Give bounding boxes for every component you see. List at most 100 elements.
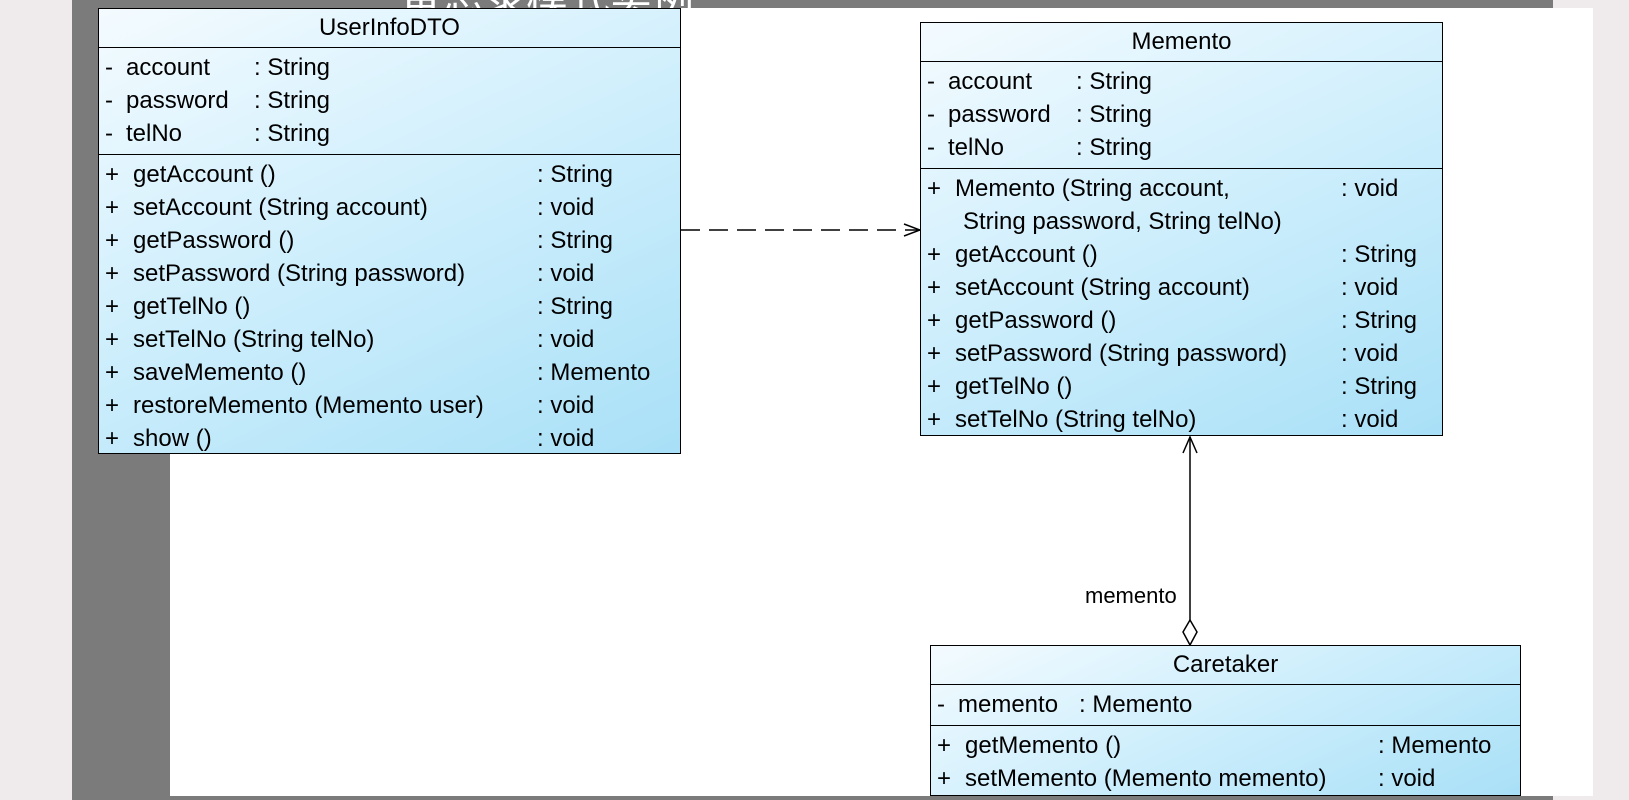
class-userinfodto[interactable]: UserInfoDTO-account: String-password: St… (98, 8, 681, 454)
operation-signature: show () (133, 425, 212, 452)
visibility-marker: + (927, 175, 942, 202)
operations-compartment: + getMemento () : Memento + setMemento (Meme… (931, 725, 1520, 799)
attribute-type: : String (1076, 101, 1153, 128)
visibility-marker: + (105, 326, 120, 353)
class-memento[interactable]: Memento-account: String-password: String… (920, 22, 1443, 436)
operation-row: + restoreMemento (Memento user) : void (99, 389, 680, 422)
visibility-marker: + (105, 260, 120, 287)
operation-signature: getAccount () (955, 241, 1098, 268)
visibility-marker: - (927, 134, 935, 161)
operation-row: +setTelNo (String telNo): void (99, 323, 680, 356)
operation-row: + getMemento () : Memento (931, 729, 1520, 762)
operation-signature: setTelNo (String telNo) (955, 406, 1197, 433)
operation-return-type: : String (1341, 241, 1418, 268)
attribute-row: -telNo: String (99, 117, 680, 150)
visibility-marker: + (105, 293, 120, 320)
operation-signature: setMemento (Memento memento) (965, 765, 1327, 792)
attributes-compartment: -account: String-password: String-telNo:… (99, 48, 680, 154)
operation-signature: restoreMemento (Memento user) (133, 392, 484, 419)
class-name: Caretaker (931, 646, 1520, 685)
operation-signature: getAccount () (133, 161, 276, 188)
operation-row: + setMemento (Memento memento) : void (931, 762, 1520, 795)
attributes-compartment: -account: String-password: String-telNo:… (921, 62, 1442, 168)
class-name: Memento (921, 23, 1442, 62)
operation-row: +getAccount (): String (99, 158, 680, 191)
attribute-row: -account: String (99, 51, 680, 84)
visibility-marker: - (927, 101, 935, 128)
operation-row: +setAccount (String account): void (921, 271, 1442, 304)
operation-signature: setPassword (String password) (955, 340, 1288, 367)
operation-return-type: : void (537, 392, 595, 419)
operation-return-type: : String (537, 293, 614, 320)
visibility-marker: - (105, 120, 113, 147)
visibility-marker: + (105, 425, 120, 452)
operation-signature: Memento (String account, (955, 175, 1230, 202)
attribute-name: account (126, 54, 211, 81)
visibility-marker: - (105, 87, 113, 114)
operation-row: + setTelNo (String telNo) : void (921, 403, 1442, 436)
navigability-arrowhead (1182, 435, 1198, 454)
operation-signature: setAccount (String account) (955, 274, 1250, 301)
attributes-compartment: -memento : Memento (931, 685, 1520, 725)
attribute-type: : String (254, 120, 331, 147)
attribute-name: memento (958, 691, 1059, 718)
visibility-marker: + (105, 392, 120, 419)
operation-return-type: : void (1341, 406, 1399, 433)
aggregation-diamond (1182, 618, 1198, 647)
visibility-marker: - (937, 691, 945, 718)
operation-row: + getPassword () : String (99, 224, 680, 257)
visibility-marker: + (927, 373, 942, 400)
visibility-marker: - (927, 68, 935, 95)
operation-signature: getTelNo () (955, 373, 1073, 400)
visibility-marker: + (105, 359, 120, 386)
operation-row: +setPassword (String password): void (99, 257, 680, 290)
visibility-marker: + (937, 765, 952, 792)
operation-signature: setTelNo (String telNo) (133, 326, 375, 353)
visibility-marker: + (927, 241, 942, 268)
operation-return-type: : void (537, 425, 595, 452)
operation-return-type: : void (1341, 274, 1399, 301)
operation-return-type: : String (1341, 373, 1418, 400)
operation-signature: saveMemento () (133, 359, 307, 386)
attribute-row: -account: String (921, 65, 1442, 98)
attribute-row: -memento : Memento (931, 688, 1520, 721)
operation-row: + getPassword () : String (921, 304, 1442, 337)
attribute-name: password (948, 101, 1051, 128)
operation-return-type: : void (1341, 340, 1399, 367)
visibility-marker: + (927, 406, 942, 433)
attribute-type: : String (254, 87, 331, 114)
visibility-marker: + (937, 732, 952, 759)
visibility-marker: + (105, 194, 120, 221)
visibility-marker: + (105, 227, 120, 254)
operation-row: + saveMemento () : Memento (99, 356, 680, 389)
visibility-marker: + (105, 161, 120, 188)
operation-signature: setPassword (String password) (133, 260, 466, 287)
operation-row: + getTelNo () : String (921, 370, 1442, 403)
visibility-marker: + (927, 307, 942, 334)
operations-compartment: + getAccount () : String +setAccount (Strin… (99, 154, 680, 459)
operation-signature: getPassword () (955, 307, 1117, 334)
class-caretaker[interactable]: Caretaker -memento : Memento + getMemento ()… (930, 645, 1521, 796)
operation-signature: getPassword () (133, 227, 295, 254)
attribute-type: : String (1076, 68, 1153, 95)
visibility-marker: + (927, 340, 942, 367)
attribute-row: -telNo: String (921, 131, 1442, 164)
operation-return-type: : void (1341, 175, 1399, 202)
operation-row: + Memento (String account, : void (921, 172, 1442, 205)
operation-return-type: : void (537, 194, 595, 221)
operation-return-type: : void (1378, 765, 1436, 792)
visibility-marker: - (105, 54, 113, 81)
class-name: UserInfoDTO (99, 9, 680, 48)
operation-return-type: : String (1341, 307, 1418, 334)
operation-row: + getAccount () : String (921, 238, 1442, 271)
attribute-row: -password : String (99, 84, 680, 117)
operation-return-type: : String (537, 227, 614, 254)
operation-signature: getMemento () (965, 732, 1122, 759)
association-role-memento: memento (1085, 583, 1177, 608)
attribute-type: : Memento (1079, 691, 1193, 718)
operation-row: +setAccount (String account): void (99, 191, 680, 224)
operation-return-type: : Memento (1378, 732, 1492, 759)
operation-return-type: : Memento (537, 359, 651, 386)
attribute-name: password (126, 87, 229, 114)
